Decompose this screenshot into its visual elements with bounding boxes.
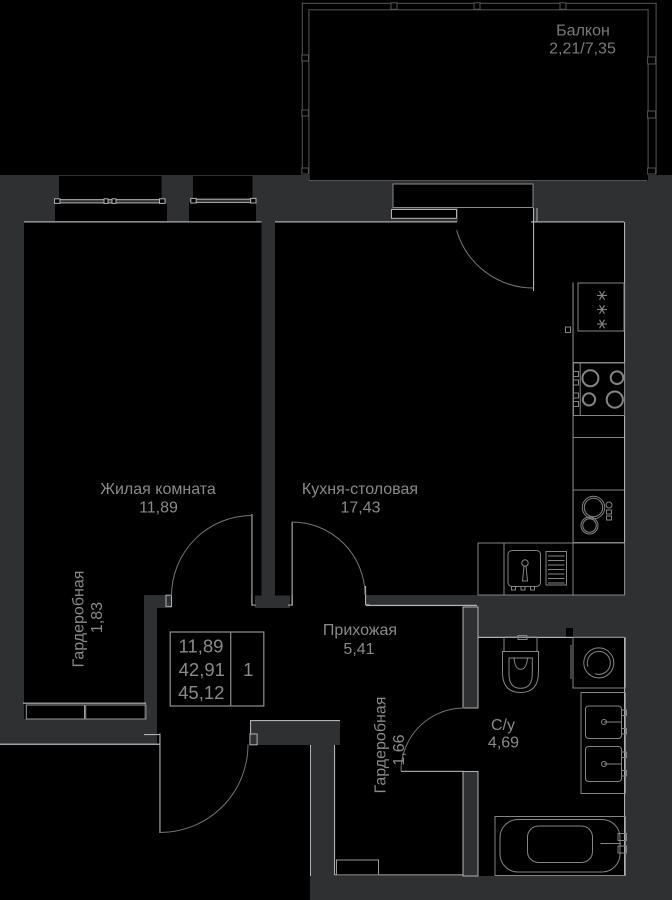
svg-text:Прихожая: Прихожая [323, 622, 397, 639]
svg-text:2,21/7,35: 2,21/7,35 [549, 41, 616, 58]
svg-text:Гардеробная: Гардеробная [71, 571, 88, 668]
svg-text:С/у: С/у [491, 717, 515, 734]
svg-text:Жилая комната: Жилая комната [100, 481, 216, 498]
svg-text:1,83: 1,83 [89, 602, 106, 633]
svg-text:1: 1 [243, 659, 253, 680]
svg-text:1,66: 1,66 [391, 734, 408, 765]
svg-text:4,69: 4,69 [488, 735, 519, 752]
svg-text:Кухня-столовая: Кухня-столовая [302, 481, 418, 498]
svg-text:42,91: 42,91 [179, 659, 225, 680]
svg-text:11,89: 11,89 [179, 636, 224, 657]
svg-text:5,41: 5,41 [343, 641, 374, 658]
svg-text:Балкон: Балкон [556, 23, 610, 40]
svg-text:11,89: 11,89 [139, 500, 178, 517]
svg-text:45,12: 45,12 [178, 682, 224, 703]
svg-text:17,43: 17,43 [340, 500, 380, 517]
svg-text:Гардеробная: Гардеробная [373, 697, 390, 794]
